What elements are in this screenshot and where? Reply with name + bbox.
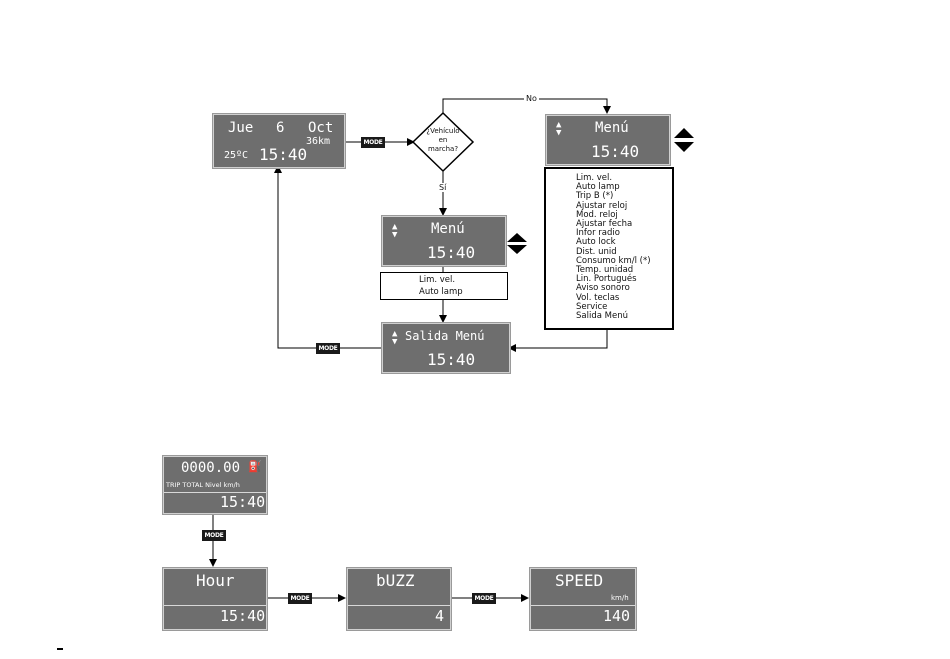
up-down-small-icon: ▲▼: [392, 222, 398, 240]
list-item: Vol. teclas: [576, 292, 620, 303]
exit-title: Salida Menú: [405, 329, 485, 343]
list-item: Ajustar fecha: [576, 219, 633, 229]
menu-display-right: ▲▼ Menú 15:40: [546, 115, 670, 165]
up-down-small-icon: ▲▼: [392, 329, 398, 347]
decision-line: ¿Vehículo: [426, 127, 460, 135]
list-item: Service: [576, 301, 608, 312]
hour-value: 15:40: [220, 607, 266, 625]
decision-diamond: [411, 111, 475, 173]
up-down-arrows-icon: [674, 128, 694, 152]
display-divider: [164, 492, 266, 493]
list-item: Auto lamp: [576, 182, 620, 193]
list-item: Consumo km/l (*): [576, 255, 651, 266]
mode-badge: MODE: [316, 343, 340, 354]
decision-line: en: [438, 136, 448, 144]
short-menu-list: Lim. vel. Auto lamp: [380, 272, 508, 300]
speed-title: SPEED: [555, 571, 604, 590]
decision-text: ¿Vehículo en marcha?: [416, 127, 470, 154]
month-text: Oct: [308, 120, 334, 136]
time-text: 15:40: [591, 142, 640, 161]
mode-badge: MODE: [202, 530, 226, 541]
up-down-small-icon: ▲▼: [556, 120, 562, 138]
decision-line: marcha?: [427, 145, 459, 153]
list-item: Ajustar reloj: [576, 200, 628, 211]
speed-unit: km/h: [611, 594, 629, 602]
start-display: Jue 6 Oct 36km 25ºC 15:40: [213, 114, 345, 168]
hour-title: Hour: [196, 571, 235, 590]
list-item: Infor radio: [576, 228, 620, 239]
buzz-title: bUZZ: [376, 571, 415, 590]
display-divider: [531, 605, 635, 606]
speed-display: SPEED km/h 140: [530, 568, 636, 630]
list-item: Salida Menú: [576, 311, 628, 321]
display-divider: [348, 605, 450, 606]
mode-badge: MODE: [472, 593, 496, 604]
buzz-display: bUZZ 4: [347, 568, 451, 630]
menu-title: Menú: [595, 120, 629, 136]
list-item: Lim. vel.: [419, 275, 456, 285]
mode-badge: MODE: [361, 137, 385, 148]
list-item: Auto lamp: [419, 287, 463, 297]
buzz-value: 4: [435, 607, 445, 625]
time-text: 15:40: [259, 145, 308, 164]
list-item: Auto lock: [576, 237, 616, 248]
odometer-text: 0000.00: [181, 460, 241, 476]
time-text: 15:40: [427, 243, 476, 262]
list-item: Trip B (*): [576, 191, 614, 202]
time-text: 15:40: [427, 350, 476, 369]
fuel-pump-icon: ⛽: [248, 460, 262, 473]
trip-labels: TRIP TOTAL Nivel km/h: [166, 481, 240, 489]
trip-display: 0000.00 ⛽ TRIP TOTAL Nivel km/h 15:40: [163, 456, 267, 514]
mode-badge: MODE: [288, 593, 312, 604]
display-divider: [164, 605, 266, 606]
list-item: Dist. unid: [576, 246, 617, 257]
si-label: Sí: [439, 183, 447, 192]
no-label: No: [524, 94, 539, 103]
menu-title: Menú: [431, 221, 465, 237]
exit-display: ▲▼ Salida Menú 15:40: [382, 323, 510, 373]
date-text: 6: [276, 120, 285, 136]
time-text: 15:40: [220, 493, 266, 511]
list-item: Mod. reloj: [576, 209, 618, 220]
day-text: Jue: [228, 120, 254, 136]
list-item: Aviso sonoro: [576, 283, 630, 294]
distance-text: 36km: [306, 136, 331, 147]
up-down-arrows-icon: [507, 233, 527, 254]
list-item: Lim. vel.: [576, 173, 613, 183]
menu-display-left: ▲▼ Menú 15:40: [382, 216, 506, 266]
list-item: Temp. unidad: [576, 265, 634, 275]
speed-value: 140: [603, 607, 631, 625]
temp-text: 25ºC: [224, 150, 249, 161]
list-item: Lin. Portugués: [576, 274, 637, 285]
hour-display: Hour 15:40: [163, 568, 267, 630]
